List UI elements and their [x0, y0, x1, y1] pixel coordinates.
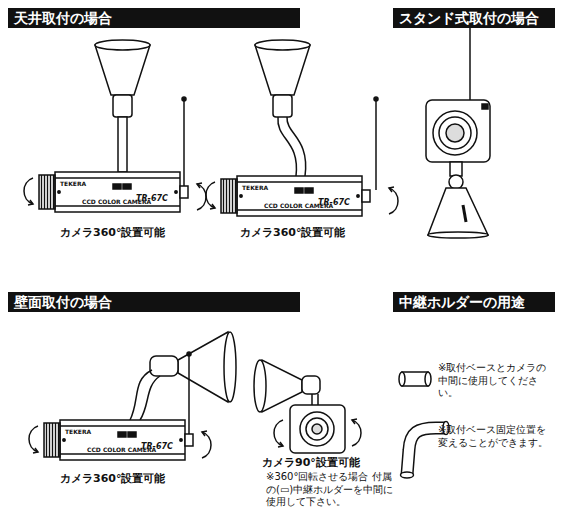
brand-label: TEKERA — [65, 428, 91, 436]
header-text: 天井取付の場合 — [14, 10, 112, 26]
header-text: 中継ホルダーの用途 — [399, 294, 525, 310]
caption: カメラ360°設置可能 — [60, 226, 165, 240]
caption: カメラ90°設置可能 — [262, 456, 360, 470]
brand-label: TEKERA — [60, 180, 86, 188]
note: ※360°回転させる場合 付属の(▭)中継ホルダーを中間に使用して下さい。 — [266, 471, 398, 509]
header-text: スタンド式取付の場合 — [399, 10, 539, 26]
section-header: 中継ホルダーの用途 — [393, 292, 555, 312]
header-text: 壁面取付の場合 — [14, 294, 112, 310]
model-number: TR-67C — [318, 198, 350, 208]
caption: カメラ360°設置可能 — [60, 472, 165, 486]
caption: カメラ360°設置可能 — [240, 226, 345, 240]
note: ※取付ベース固定位置を変えることができます。 — [438, 424, 554, 449]
section-header: 壁面取付の場合 — [8, 292, 300, 312]
brand-label: TEKERA — [242, 184, 268, 192]
model-number: TR-67C — [141, 442, 173, 452]
section-header: スタンド式取付の場合 — [393, 8, 555, 28]
section-header: 天井取付の場合 — [8, 8, 300, 28]
note: ※取付ベースとカメラの中間に使用してください。 — [438, 362, 554, 400]
model-number: TR-67C — [136, 194, 168, 204]
